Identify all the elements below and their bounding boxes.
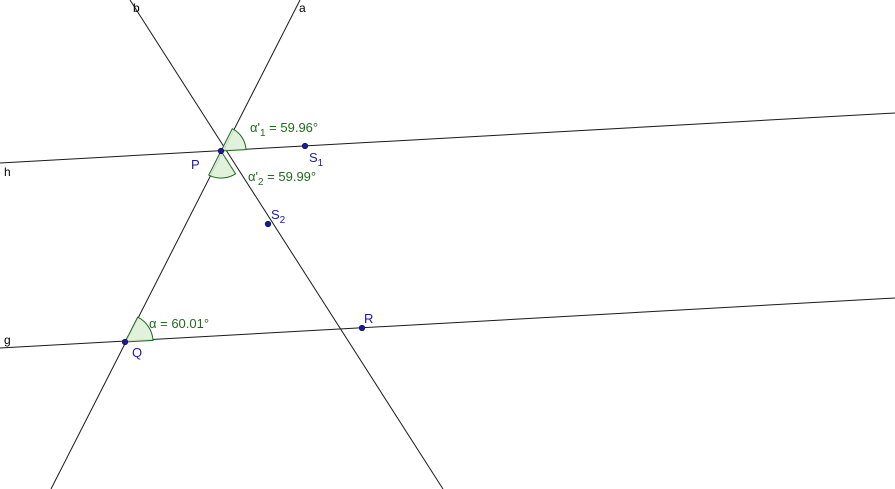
point-S2[interactable] xyxy=(264,220,272,228)
point-R[interactable] xyxy=(358,324,366,332)
line-h-label: h xyxy=(4,165,11,179)
point-S1[interactable] xyxy=(301,142,309,150)
point-P-label: P xyxy=(191,157,200,172)
point-S2-label: S2 xyxy=(271,207,286,226)
angle-alpha-sector[interactable] xyxy=(124,316,154,343)
angle-alpha-prime-2-label: α'2 = 59.99° xyxy=(248,169,316,188)
point-Q[interactable] xyxy=(121,338,129,346)
point-S1-label: S1 xyxy=(309,150,324,169)
angle-alpha-prime-2-sector[interactable] xyxy=(208,149,237,179)
angle-alpha-prime-1-sector[interactable] xyxy=(220,128,247,152)
line-b[interactable] xyxy=(129,0,444,489)
point-Q-label: Q xyxy=(132,345,142,360)
line-g-label: g xyxy=(4,333,11,347)
angle-alpha-label: α = 60.01° xyxy=(149,316,209,331)
angle-alpha-prime-1-label: α'1 = 59.96° xyxy=(250,120,318,139)
line-h[interactable] xyxy=(0,112,895,164)
point-R-label: R xyxy=(364,311,373,326)
line-b-label: b xyxy=(133,1,140,15)
line-a[interactable] xyxy=(50,0,301,489)
point-P[interactable] xyxy=(217,147,225,155)
line-a-label: a xyxy=(299,1,306,15)
